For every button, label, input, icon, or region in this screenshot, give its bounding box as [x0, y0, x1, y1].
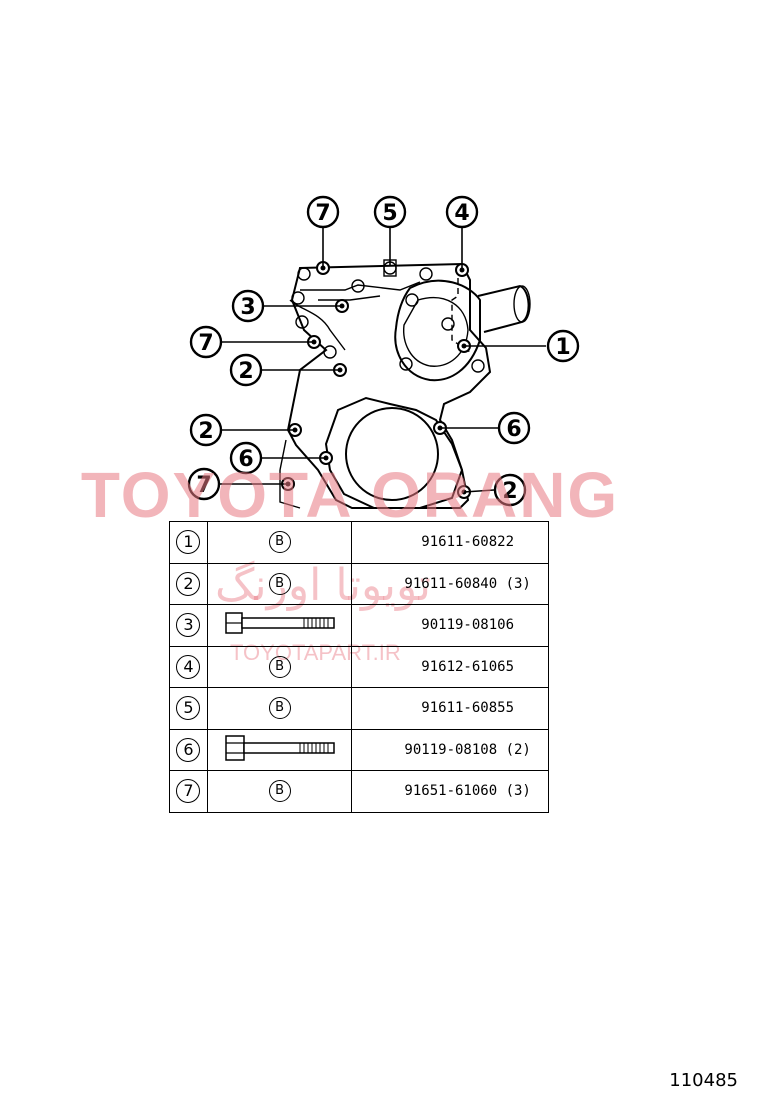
diagram-code: 110485: [669, 1070, 738, 1091]
symbol-b: B: [268, 655, 291, 678]
timing-cover-outline: [279, 261, 531, 509]
callout-6-right: 6: [497, 411, 531, 445]
svg-text:3: 3: [240, 295, 255, 320]
svg-text:7: 7: [315, 201, 330, 226]
callout-7-bottom: 7: [187, 467, 221, 501]
symbol-b: B: [268, 572, 291, 595]
callout-2-left: 2: [189, 413, 223, 447]
callout-5: 5: [373, 195, 407, 229]
callout-7-mid: 7: [189, 325, 223, 359]
symbol-b: B: [268, 780, 291, 803]
part-number: 91651-61060 (3): [351, 770, 549, 813]
svg-text:6: 6: [506, 417, 521, 442]
symbol-b: B: [268, 531, 291, 554]
svg-text:7: 7: [198, 331, 213, 356]
svg-text:2: 2: [502, 479, 517, 504]
parts-table: 1 B 91611-60822 2 B 91611-60840 (3) 3 90…: [169, 521, 549, 813]
flange-bolt-icon: [224, 735, 335, 761]
table-row: 2 B 91611-60840 (3): [169, 562, 549, 605]
row-index: 5: [176, 696, 201, 721]
row-index: 3: [176, 613, 201, 638]
svg-text:2: 2: [238, 359, 253, 384]
svg-text:6: 6: [238, 447, 253, 472]
callout-1: 1: [546, 329, 580, 363]
row-index: 2: [176, 571, 201, 596]
svg-text:5: 5: [382, 201, 397, 226]
row-index: 7: [176, 779, 201, 804]
callout-7-top: 7: [306, 195, 340, 229]
svg-text:7: 7: [196, 473, 211, 498]
table-row: 5 B 91611-60855: [169, 687, 549, 730]
flange-bolt-icon: [224, 612, 335, 634]
part-number: 90119-08106: [351, 604, 549, 647]
part-number: 91611-60840 (3): [351, 562, 549, 605]
watermark-text: TOYOTA ORANG: [80, 459, 620, 531]
callout-3: 3: [231, 289, 265, 323]
svg-text:4: 4: [454, 201, 469, 226]
callout-2-bottom: 2: [493, 473, 527, 507]
row-index: 6: [176, 737, 201, 762]
callout-2-upper: 2: [229, 353, 263, 387]
row-index: 1: [176, 530, 201, 555]
symbol-b: B: [268, 697, 291, 720]
row-index: 4: [176, 654, 201, 679]
part-number: 91611-60822: [351, 521, 549, 564]
table-row: 4 B 91612-61065: [169, 645, 549, 688]
part-number: 90119-08108 (2): [351, 728, 549, 771]
callout-6-left: 6: [229, 441, 263, 475]
callout-4: 4: [445, 195, 479, 229]
table-row: 6 90119-08108 (2): [169, 728, 549, 771]
leader-lines: [220, 228, 546, 493]
part-number: 91612-61065: [351, 645, 549, 688]
svg-text:2: 2: [198, 419, 213, 444]
table-row: 7 B 91651-61060 (3): [169, 770, 549, 813]
table-row: 3 90119-08106: [169, 604, 549, 647]
table-row: 1 B 91611-60822: [169, 521, 549, 564]
svg-text:1: 1: [555, 335, 570, 360]
part-number: 91611-60855: [351, 687, 549, 730]
